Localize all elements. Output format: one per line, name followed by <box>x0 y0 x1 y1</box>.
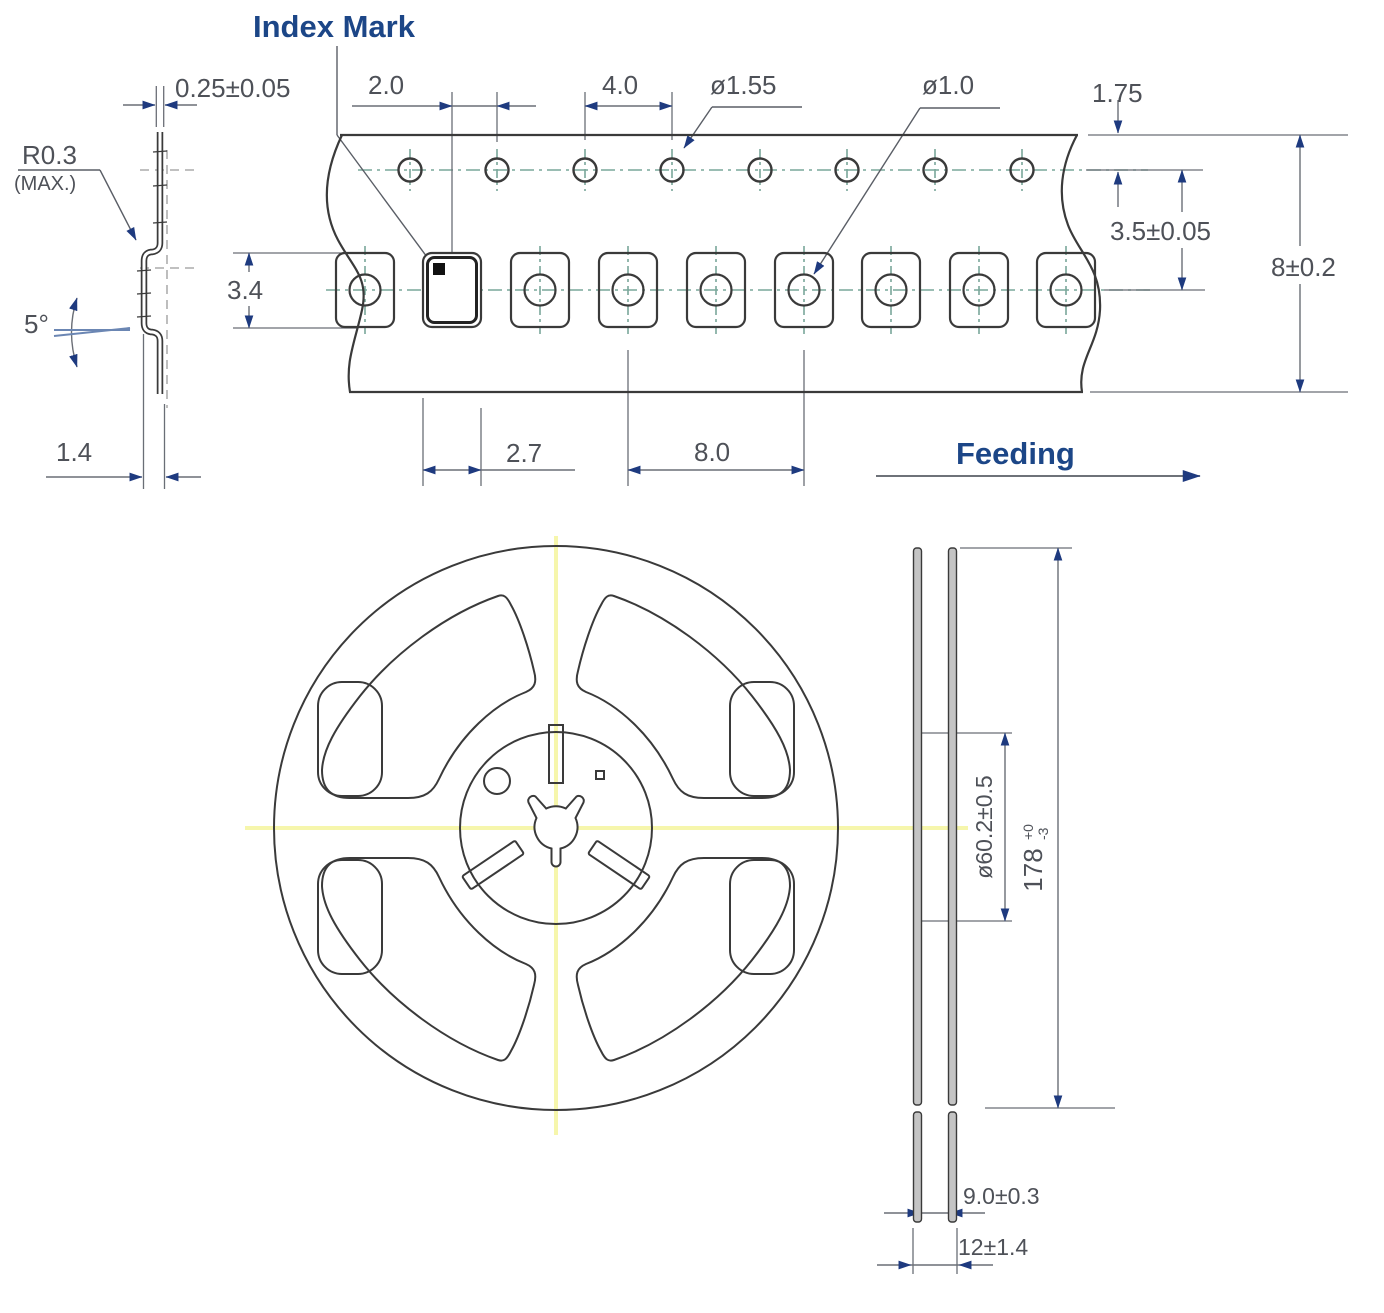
dim-sprocket-hole-dia: ø1.55 <box>710 70 777 100</box>
reel-keyhole <box>527 795 585 868</box>
dim-pocket-length: 3.4 <box>227 275 263 305</box>
dim-tape-width: 8±0.2 <box>1271 252 1336 282</box>
dim-hole-to-pocket-offset: 2.0 <box>368 70 404 100</box>
hub-angled-slot-right <box>587 840 651 890</box>
dim-corner-radius: R0.3 <box>22 140 77 170</box>
dim-reel-dia-tol-minus: -3 <box>1035 827 1051 840</box>
reel-hub <box>459 731 653 925</box>
dim-reel-dia: 178 <box>1018 848 1048 891</box>
dim-reel-dia-tol-plus: +0 <box>1020 824 1036 840</box>
hub-small-square <box>595 770 605 780</box>
leader-lines <box>18 46 1201 482</box>
pocket-row <box>334 251 1097 329</box>
index-mark-label: Index Mark <box>253 9 416 44</box>
feeding-label: Feeding <box>956 436 1075 471</box>
reel-front-view <box>273 545 839 1111</box>
tape-top-view <box>325 133 1102 394</box>
dim-hole-to-pocket-center: 3.5±0.05 <box>1110 216 1211 246</box>
hub-small-hole <box>483 767 511 795</box>
dim-flange-inner-width: 9.0±0.3 <box>963 1183 1040 1209</box>
hub-top-slot <box>548 724 564 784</box>
annotation-texts: Index Mark Feeding 0.25±0.05 R0.3 (MAX.)… <box>14 9 1336 1260</box>
dim-corner-radius-note: (MAX.) <box>14 173 76 195</box>
dim-pocket-pitch: 8.0 <box>694 437 730 467</box>
dim-pocket-depth: 1.4 <box>56 437 92 467</box>
hub-angled-slot-left <box>461 840 525 890</box>
dim-flange-outer-width: 12±1.4 <box>958 1234 1028 1260</box>
extension-lines <box>140 86 1348 1274</box>
sprocket-holes <box>397 157 1035 183</box>
dim-pocket-width: 2.7 <box>506 438 542 468</box>
dim-sprocket-pitch: 4.0 <box>602 70 638 100</box>
dim-pocket-hole-dia: ø1.0 <box>922 70 974 100</box>
reel-side-view <box>912 547 958 1223</box>
flange-left <box>912 547 923 1106</box>
tape-section-view <box>136 132 168 394</box>
tape-edges <box>325 133 1102 394</box>
index-mark-square <box>433 263 445 275</box>
text-gaps <box>224 212 1352 306</box>
dim-tape-thickness: 0.25±0.05 <box>175 73 290 103</box>
component-pocket <box>421 251 483 329</box>
flange-right <box>947 547 958 1106</box>
dim-edge-to-hole: 1.75 <box>1092 78 1143 108</box>
reel-outer-rim <box>273 545 839 1111</box>
flange-right-stub <box>947 1111 958 1223</box>
reel-crosshair-lines <box>245 536 968 1135</box>
dim-hub-dia: ø60.2±0.5 <box>971 775 997 878</box>
dim-draft-angle: 5° <box>24 309 49 339</box>
flange-left-stub <box>912 1111 923 1223</box>
